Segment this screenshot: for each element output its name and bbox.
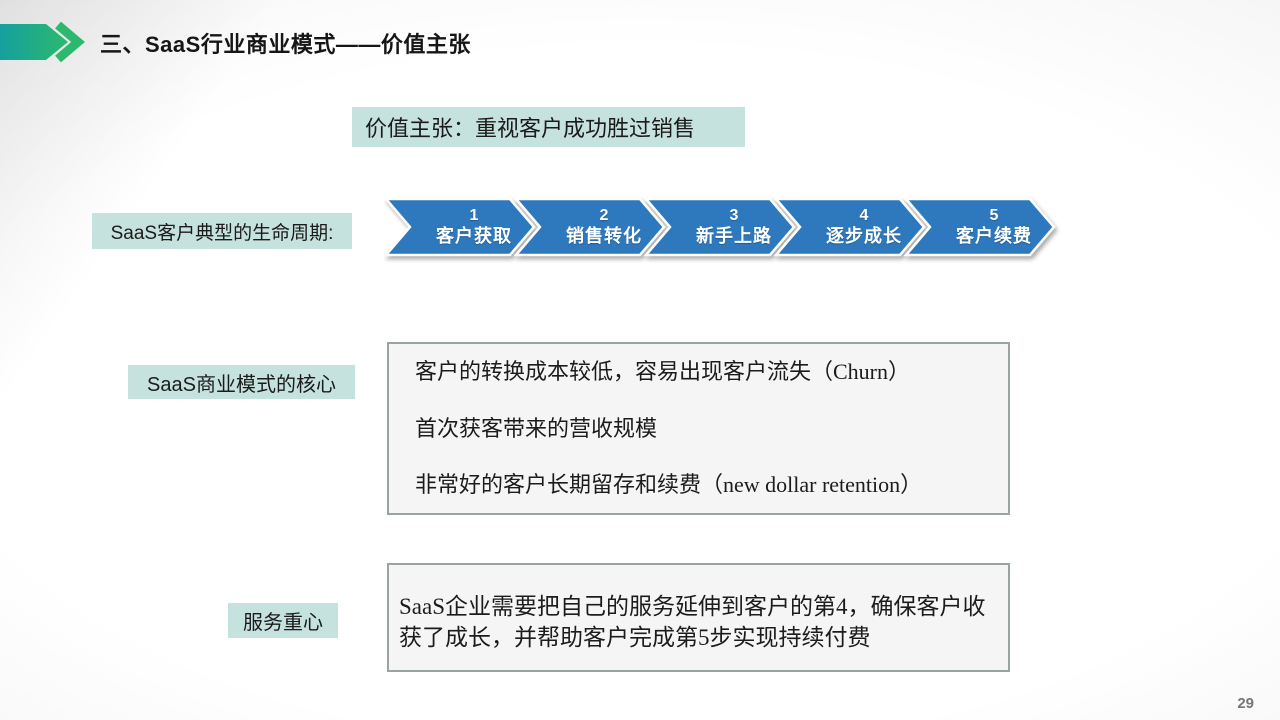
arrow-shape [0,24,68,60]
step-number: 1 [469,207,479,225]
core-item: 客户的转换成本较低，容易出现客户流失（Churn） [415,359,911,384]
step-name: 客户续费 [956,225,1032,246]
lifecycle-step-4: 4 逐步成长 [802,201,926,253]
lifecycle-step-shape-2 [513,197,666,257]
lifecycle-step-5: 5 客户续费 [932,201,1056,253]
lifecycle-step-2: 2 销售转化 [542,201,666,253]
step-number: 5 [989,207,999,225]
lifecycle-step-shape-4 [773,197,926,257]
service-box: SaaS企业需要把自己的服务延伸到客户的第4，确保客户收获了成长，并帮助客户完成… [387,563,1010,672]
value-proposition-banner: 价值主张：重视客户成功胜过销售 [352,107,745,147]
step-name: 销售转化 [566,225,642,246]
lifecycle-label: SaaS客户典型的生命周期: [92,213,352,249]
step-name: 客户获取 [436,225,512,246]
step-name: 新手上路 [696,225,772,246]
chevron-shape [55,21,85,63]
core-item: 非常好的客户长期留存和续费（new dollar retention） [415,472,923,497]
lifecycle-step-shape-5 [903,197,1056,257]
lifecycle-step-3: 3 新手上路 [672,201,796,253]
lifecycle-step-shape-3 [643,197,796,257]
lifecycle-step-1: 1 客户获取 [412,201,536,253]
core-box: 客户的转换成本较低，容易出现客户流失（Churn） 首次获客带来的营收规模 非常… [387,342,1010,515]
lifecycle-step-shape-1 [384,197,536,257]
lifecycle-chevron-chain [384,197,1056,257]
step-number: 2 [599,207,609,225]
step-name: 逐步成长 [826,225,902,246]
step-number: 3 [729,207,739,225]
green-arrow-decoration-icon [0,21,85,63]
core-label: SaaS商业模式的核心 [128,365,355,399]
step-number: 4 [859,207,869,225]
service-label: 服务重心 [228,603,338,638]
page-number: 29 [1237,695,1254,712]
core-item: 首次获客带来的营收规模 [415,415,658,441]
slide-title: 三、SaaS行业商业模式——价值主张 [100,32,471,57]
